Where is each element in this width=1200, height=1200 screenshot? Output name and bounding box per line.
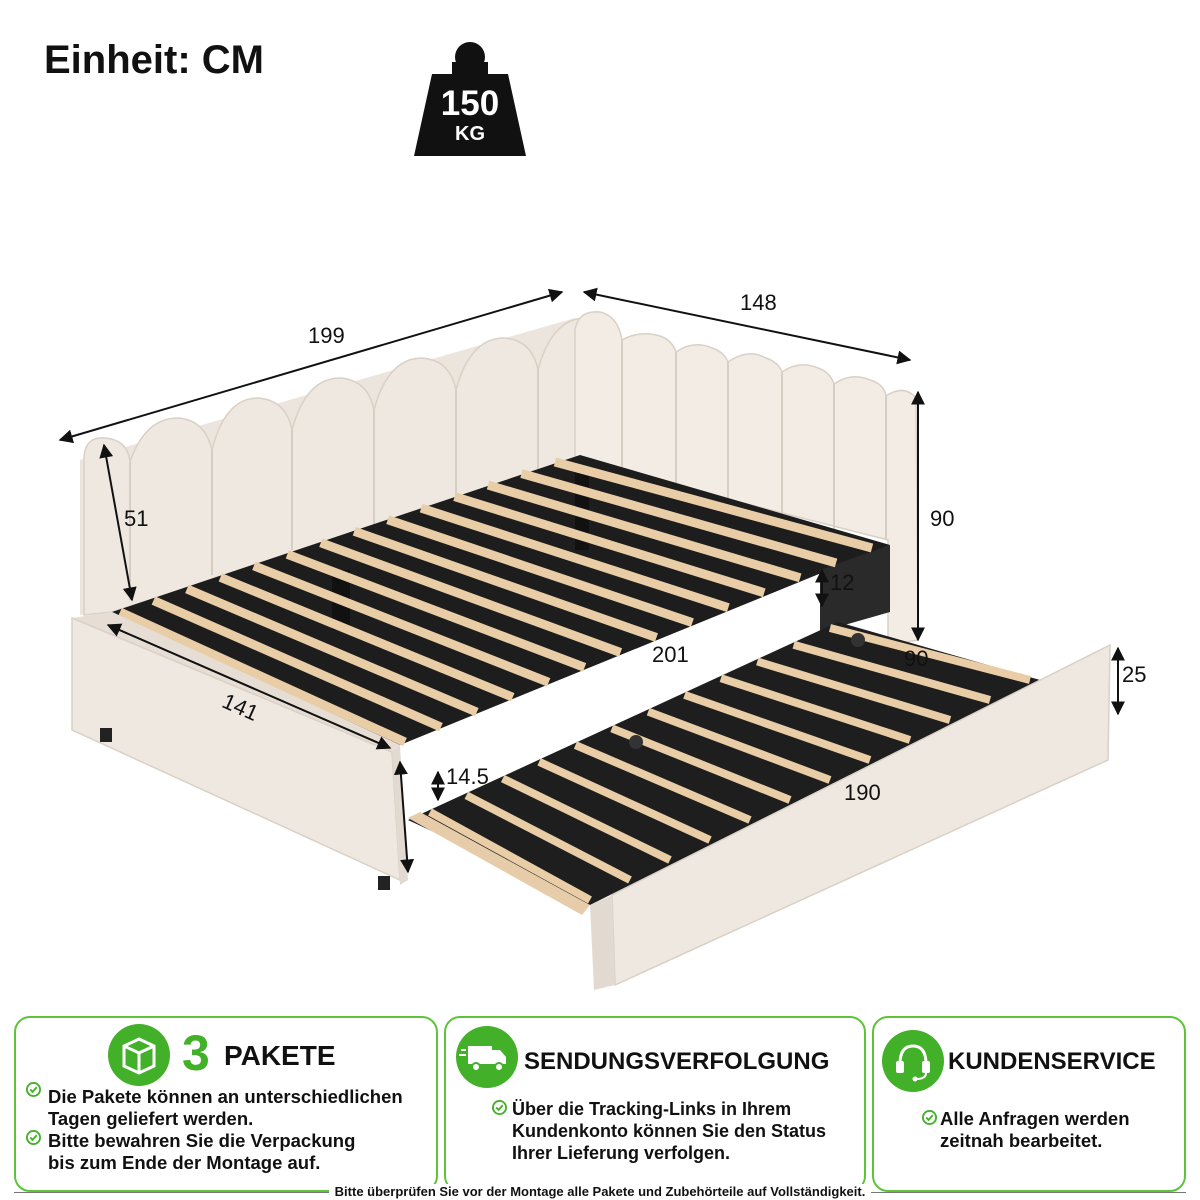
slat xyxy=(646,707,832,784)
weight-value: 150 xyxy=(440,84,500,123)
unit-label: Einheit: CM xyxy=(44,38,264,82)
dimension-trundle-width: 90 xyxy=(904,646,929,671)
slat xyxy=(285,550,587,672)
check-icon xyxy=(922,1110,937,1125)
slat xyxy=(419,503,730,612)
slat xyxy=(756,657,952,724)
check-icon xyxy=(26,1130,41,1145)
headset-icon xyxy=(882,1030,944,1092)
panel-packages-item-1: Die Pakete können an unterschiedlichen T… xyxy=(48,1086,403,1129)
weight-unit: KG xyxy=(455,123,485,145)
dimension-trundle-height: 25 xyxy=(1122,662,1147,687)
slat xyxy=(352,526,658,642)
slat xyxy=(683,691,872,764)
dimension-lines xyxy=(58,287,1125,874)
slat xyxy=(464,791,632,884)
dimension-frame-height: 12 xyxy=(830,570,855,595)
slat xyxy=(719,674,912,744)
slat xyxy=(319,538,623,657)
info-panel-tracking: SENDUNGSVERFOLGUNG Über die Tracking-Lin… xyxy=(444,1016,866,1192)
truck-icon xyxy=(456,1026,518,1088)
slat xyxy=(500,774,672,864)
panel-tracking-item-1: Über die Tracking-Links in Ihrem Kundenk… xyxy=(512,1099,827,1163)
daybed-illustration xyxy=(58,287,1125,990)
panel-service-item-1: Alle Anfragen werden zeitnah bearbeitet. xyxy=(940,1108,1130,1151)
check-icon xyxy=(26,1082,41,1097)
dimension-short-side: 148 xyxy=(740,290,777,315)
dimension-trundle-length: 190 xyxy=(844,780,881,805)
main-slats xyxy=(118,457,874,747)
slat xyxy=(573,741,752,824)
panel-title-packages: PAKETE xyxy=(224,1040,336,1071)
slat xyxy=(520,469,838,568)
slat xyxy=(537,758,712,844)
slat xyxy=(553,457,874,553)
panel-title-service: KUNDENSERVICE xyxy=(948,1048,1156,1075)
slat xyxy=(252,561,551,687)
weight-icon xyxy=(414,42,526,156)
slat xyxy=(486,480,802,583)
slat xyxy=(453,492,766,598)
slat xyxy=(792,640,992,704)
footer-note: Bitte überprüfen Sie vor der Montage all… xyxy=(0,1183,1200,1200)
dimension-total-height: 90 xyxy=(930,506,955,531)
info-panel-service: KUNDENSERVICE Alle Anfragen werden zeitn… xyxy=(872,1016,1186,1192)
check-icon xyxy=(492,1100,507,1115)
dimension-long-side: 199 xyxy=(308,323,345,348)
dimension-inner-length: 201 xyxy=(652,642,689,667)
panel-packages-item-2: Bitte bewahren Sie die Verpackung bis zu… xyxy=(48,1130,356,1173)
trundle xyxy=(408,622,1111,990)
panel-title-tracking: SENDUNGSVERFOLGUNG xyxy=(524,1048,830,1075)
slat xyxy=(428,808,592,904)
slat xyxy=(386,515,694,627)
package-count: 3 xyxy=(182,1025,210,1081)
footer-text: Bitte überprüfen Sie vor der Montage all… xyxy=(328,1184,872,1199)
dimension-headboard-height: 51 xyxy=(124,506,149,531)
dimension-trundle-leg: 14.5 xyxy=(446,764,489,789)
package-icon xyxy=(108,1024,170,1086)
info-panel-packages: 3 PAKETE Die Pakete können an unterschie… xyxy=(14,1016,438,1192)
weight-capacity-badge: 150 KG xyxy=(414,40,526,160)
